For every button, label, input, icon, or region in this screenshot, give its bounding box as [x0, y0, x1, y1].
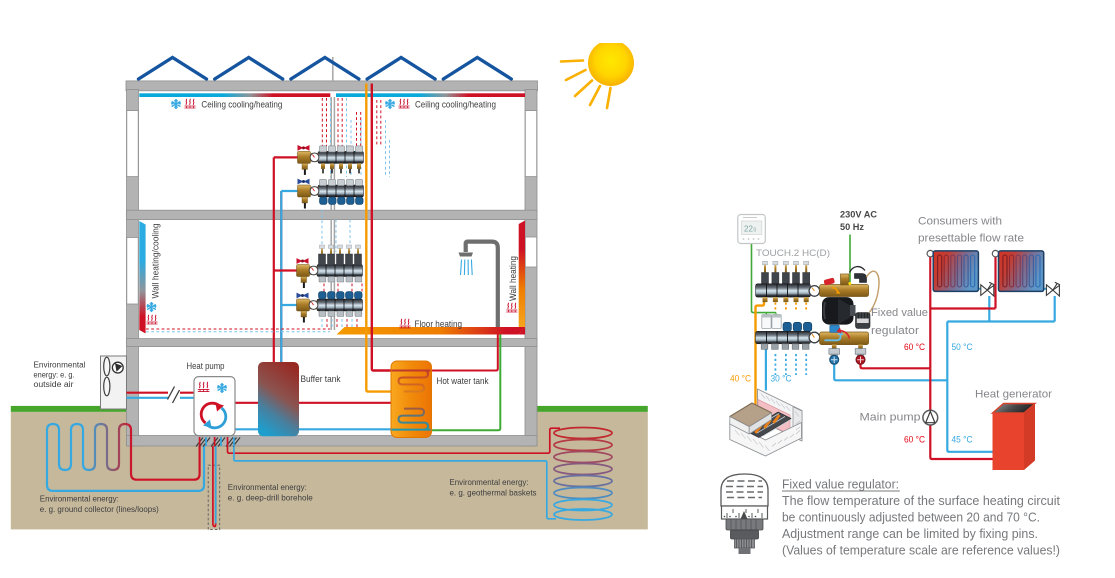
svg-text:e. g. geothermal baskets: e. g. geothermal baskets — [450, 488, 537, 497]
svg-text:Environmental energy:: Environmental energy: — [40, 495, 119, 504]
svg-text:regulator: regulator — [871, 325, 919, 337]
svg-text:50 °C: 50 °C — [952, 342, 973, 352]
svg-text:Environmental: Environmental — [34, 361, 86, 370]
svg-text:outside air: outside air — [34, 380, 74, 389]
svg-text:be continuously adjusted betwe: be continuously adjusted between 20 and … — [782, 511, 1040, 525]
svg-text:Environmental energy:: Environmental energy: — [228, 483, 307, 492]
svg-text:Environmental energy:: Environmental energy: — [450, 478, 529, 487]
svg-text:Fixed value regulator:: Fixed value regulator: — [782, 478, 899, 492]
svg-text:45 °C: 45 °C — [952, 435, 973, 445]
svg-text:60 °C: 60 °C — [904, 435, 925, 445]
svg-text:230V AC: 230V AC — [840, 210, 877, 220]
svg-text:energy: e. g.: energy: e. g. — [34, 370, 75, 379]
svg-text:The flow temperature of the su: The flow temperature of the surface heat… — [782, 494, 1060, 508]
svg-text:Wall heating: Wall heating — [508, 256, 518, 301]
svg-text:Adjustment range can be limite: Adjustment range can be limited by fixin… — [782, 527, 1038, 541]
svg-text:Wall heating/cooling: Wall heating/cooling — [151, 224, 161, 299]
svg-text:Fixed value: Fixed value — [871, 307, 928, 319]
svg-text:Hot water tank: Hot water tank — [437, 376, 489, 386]
svg-text:Ceiling cooling/heating: Ceiling cooling/heating — [415, 99, 496, 109]
svg-text:Heat pump: Heat pump — [187, 361, 225, 371]
svg-text:30 °C: 30 °C — [771, 374, 792, 384]
svg-text:Consumers with: Consumers with — [918, 216, 1002, 228]
svg-text:Heat generator: Heat generator — [975, 389, 1052, 401]
svg-text:Buffer tank: Buffer tank — [301, 374, 341, 384]
svg-text:60 °C: 60 °C — [904, 342, 925, 352]
svg-text:(Values of temperature scale a: (Values of temperature scale are referen… — [782, 544, 1060, 558]
svg-text:40 °C: 40 °C — [730, 374, 751, 384]
svg-text:presettable flow rate: presettable flow rate — [918, 233, 1024, 245]
svg-text:50 Hz: 50 Hz — [840, 222, 864, 232]
svg-text:Main pump: Main pump — [860, 412, 921, 424]
svg-text:e. g. ground collector (lines/: e. g. ground collector (lines/loops) — [40, 505, 159, 514]
svg-text:22: 22 — [744, 225, 753, 234]
svg-text:Ceiling cooling/heating: Ceiling cooling/heating — [201, 99, 282, 109]
svg-text:TOUCH.2 HC(D): TOUCH.2 HC(D) — [756, 248, 830, 259]
svg-text:0: 0 — [754, 228, 757, 234]
svg-text:Floor heating: Floor heating — [415, 319, 463, 329]
svg-text:e. g. deep-drill borehole: e. g. deep-drill borehole — [228, 493, 314, 502]
